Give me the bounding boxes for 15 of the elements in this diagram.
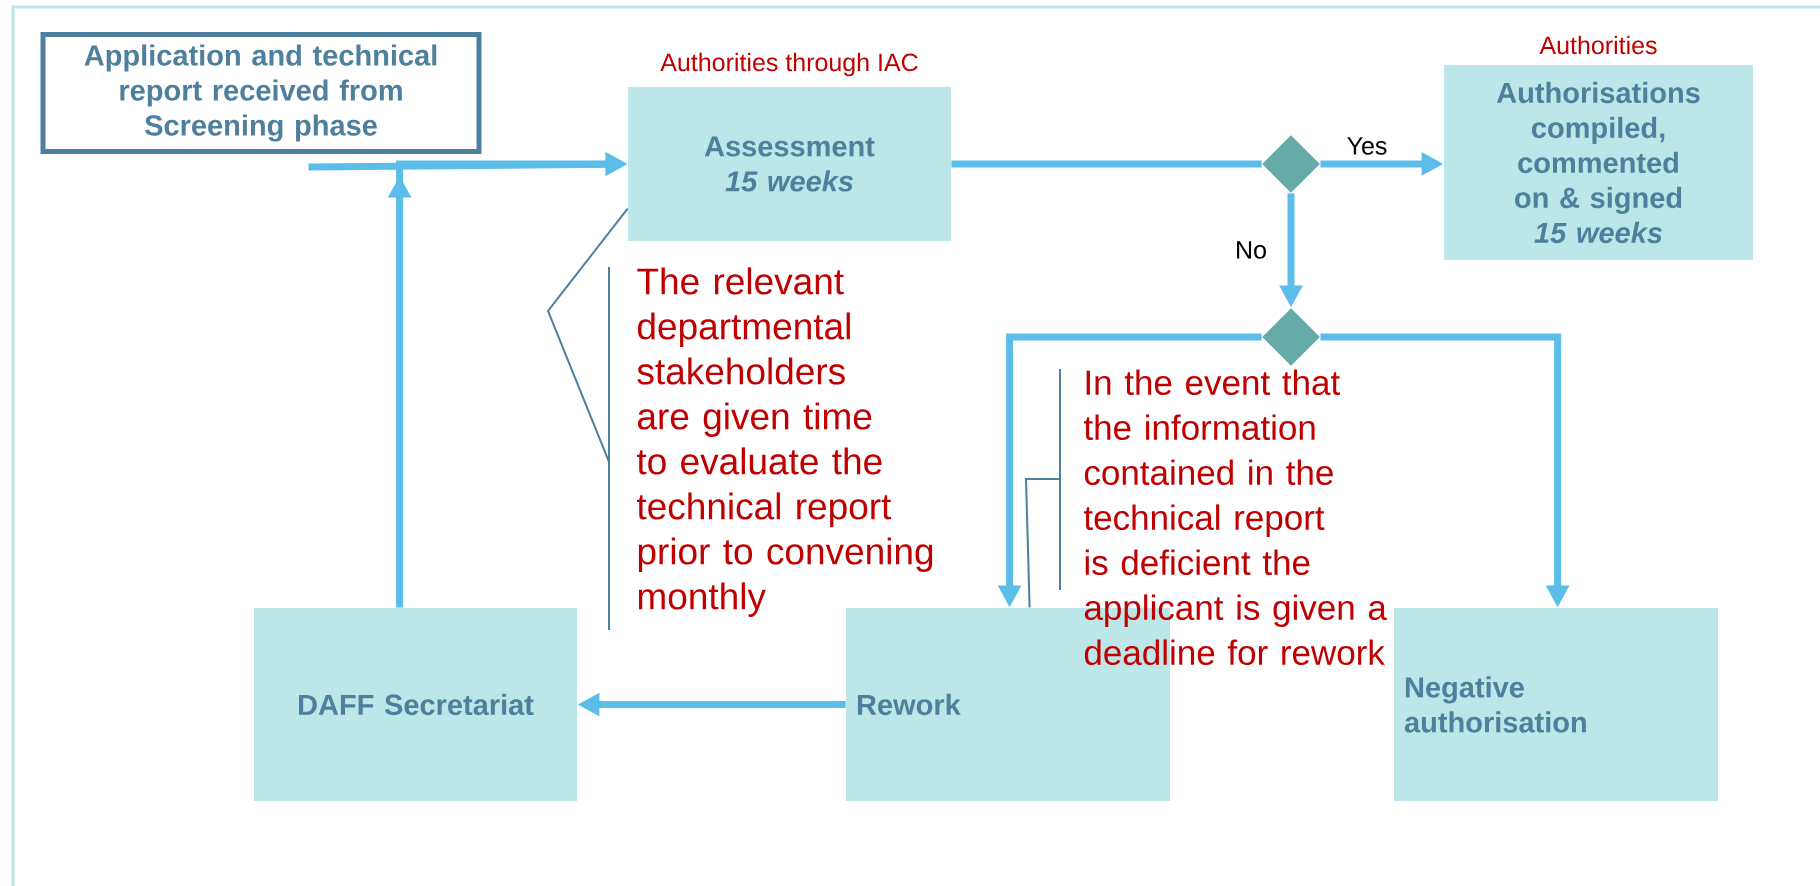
- decision-diamond: [1262, 308, 1320, 366]
- process-box: Assessment 15 weeks: [628, 87, 951, 241]
- process-box: DAFF Secretariat: [254, 608, 577, 801]
- decision-diamond: [1262, 135, 1320, 193]
- process-box: Application and technical report received from Screening phase: [40, 31, 482, 155]
- role-label: Authorities: [1539, 35, 1657, 55]
- edge-label: Yes: [1347, 137, 1387, 155]
- process-box: Authorisations compiled, commented on & signed 15 weeks: [1444, 65, 1753, 260]
- leader-line: [546, 207, 629, 463]
- process-box: Negative authorisation: [1394, 608, 1718, 801]
- edge-label: No: [1237, 241, 1266, 259]
- leader-line: [1025, 478, 1061, 609]
- role-label: Authorities through IAC: [660, 52, 918, 77]
- note-text: The relevant departmental stakeholders are given time to evaluate the technical report prior to convening monthly: [636, 267, 933, 617]
- note-text: In the event that the information contained in the technical report is deficient the applicant is given a deadline for rework: [1083, 369, 1387, 666]
